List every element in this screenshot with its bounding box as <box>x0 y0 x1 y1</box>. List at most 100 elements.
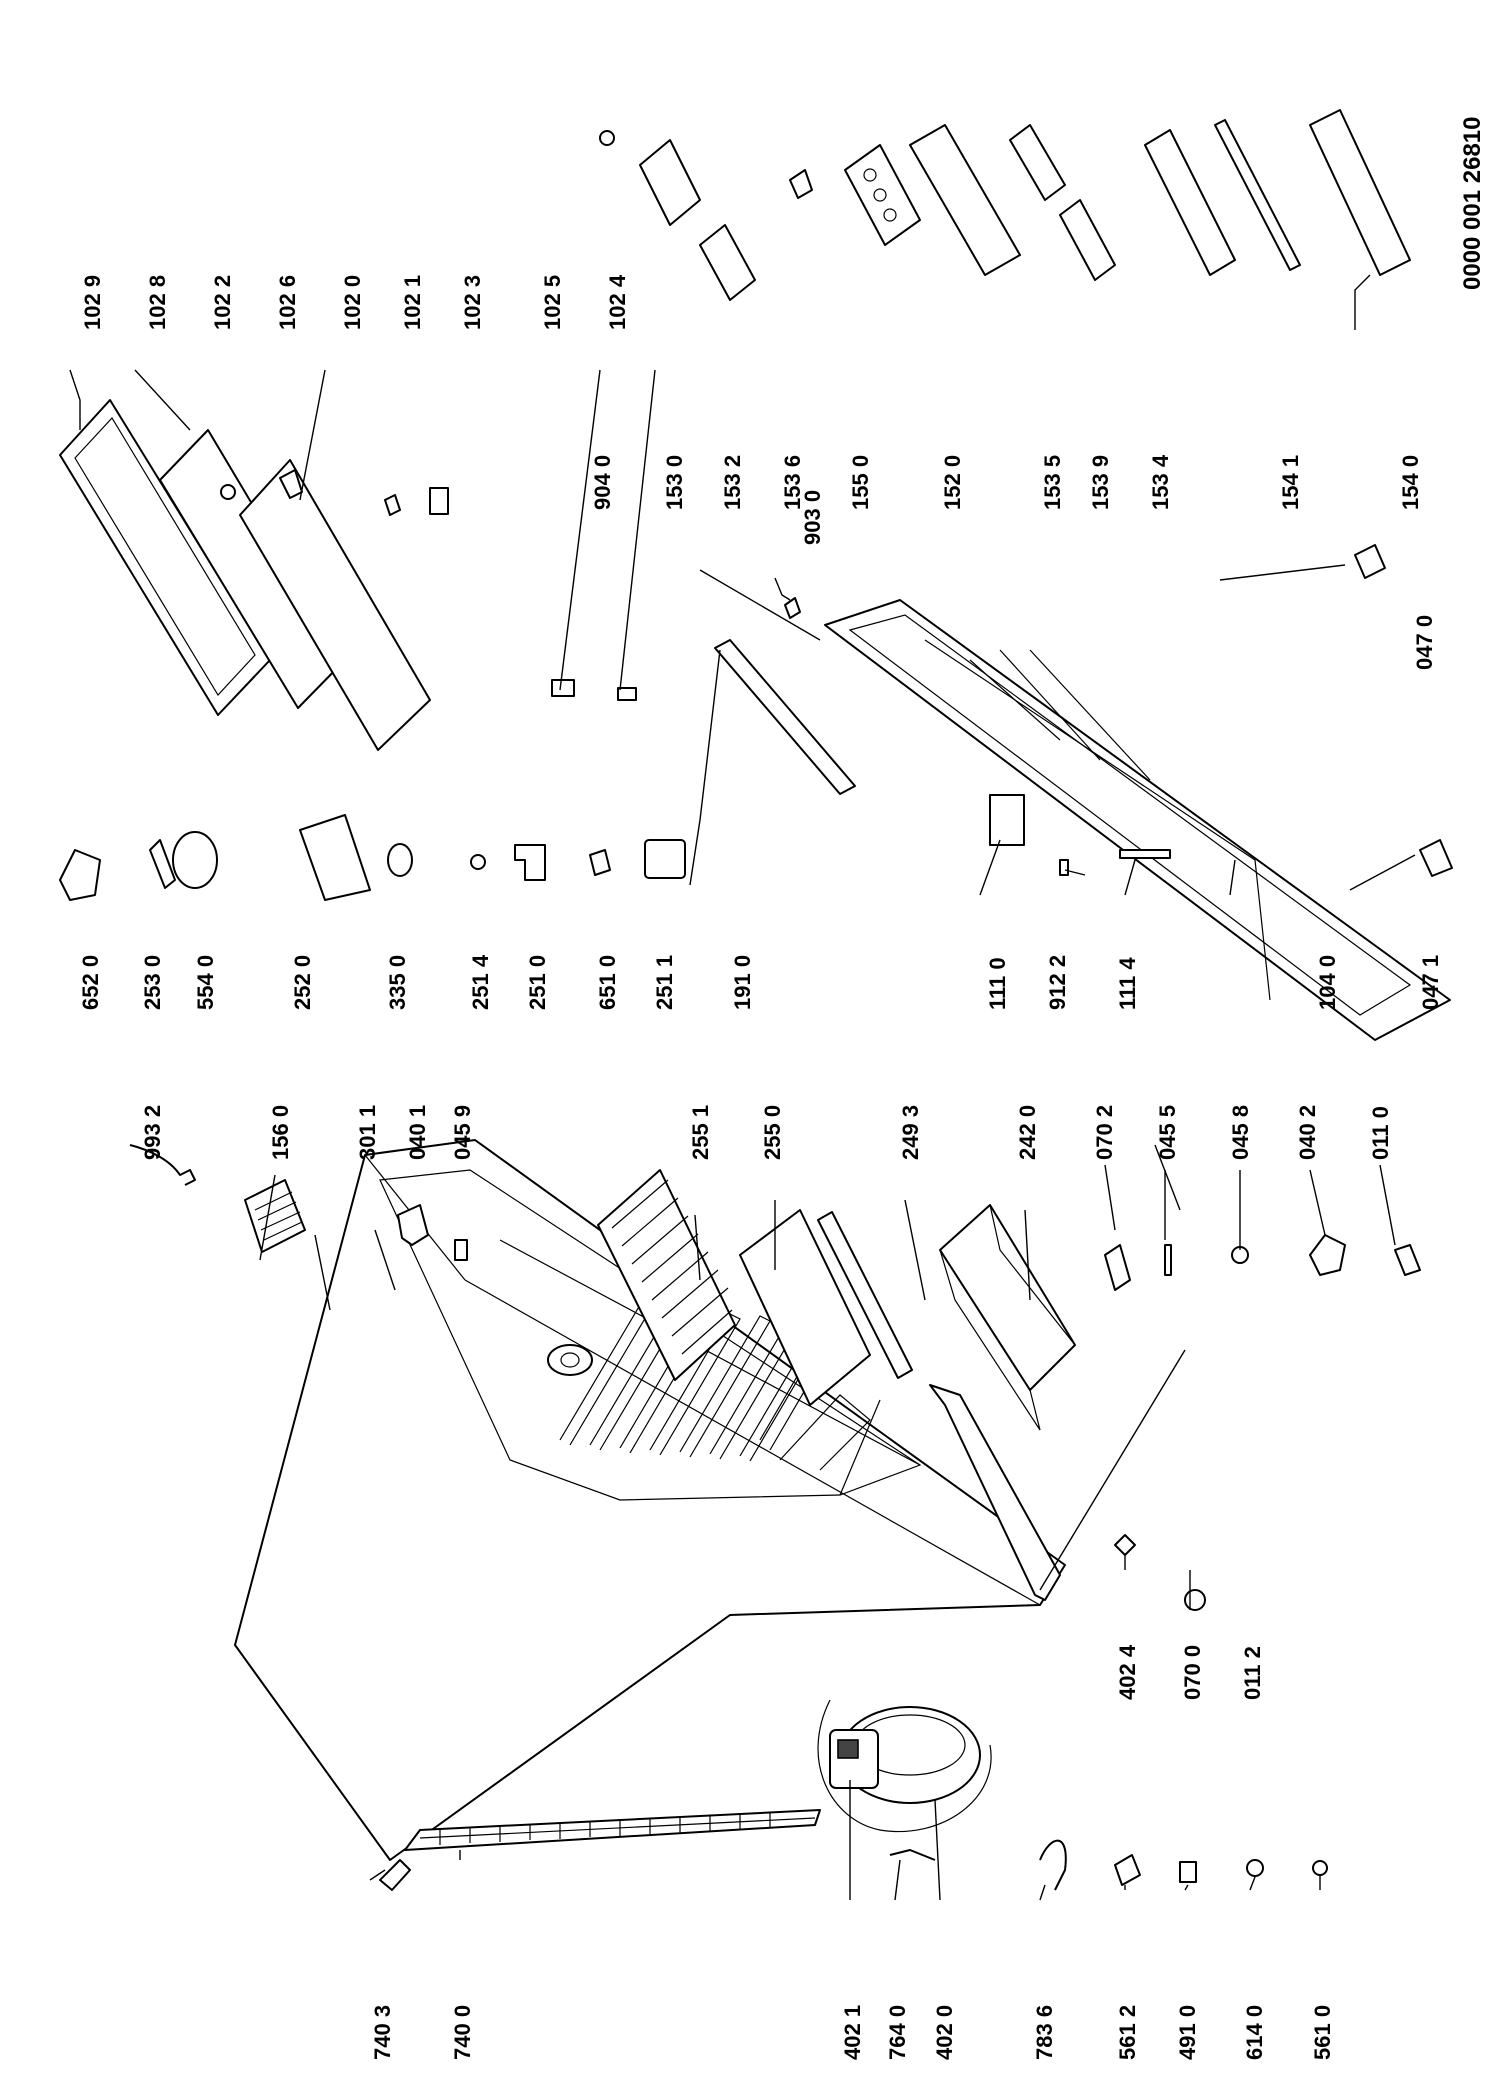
thermostat-652-0 <box>59 849 101 901</box>
callout-554-0: 554 0 <box>193 955 218 1010</box>
callout-104-0: 104 0 <box>1315 955 1340 1010</box>
callout-301-1: 301 1 <box>355 1105 380 1160</box>
callout-153-6: 153 6 <box>780 455 805 510</box>
clip-153-6 <box>789 169 813 199</box>
callout-993-2: 993 2 <box>140 1105 165 1160</box>
callout-491-0: 491 0 <box>1175 2005 1200 2060</box>
foot-011-0 <box>1394 1244 1421 1276</box>
knob-335-0 <box>387 843 413 877</box>
callout-153-9: 153 9 <box>1088 455 1113 510</box>
callout-252-0: 252 0 <box>290 955 315 1010</box>
callout-614-0: 614 0 <box>1242 2005 1267 2060</box>
callout-102-3: 102 3 <box>460 275 485 330</box>
callout-740-3: 740 3 <box>370 2005 395 2060</box>
control-housing-252-0 <box>299 814 371 901</box>
main-door <box>824 599 1451 1041</box>
callout-102-8: 102 8 <box>145 275 170 330</box>
callout-153-0: 153 0 <box>662 455 687 510</box>
callout-740-0: 740 0 <box>450 2005 475 2060</box>
callout-255-1: 255 1 <box>688 1105 713 1160</box>
callout-402-0: 402 0 <box>932 2005 957 2060</box>
part-904-0 <box>599 130 615 146</box>
ice-tray <box>244 1179 306 1253</box>
callout-045-5: 045 5 <box>1155 1105 1180 1160</box>
callout-249-3: 249 3 <box>898 1105 923 1160</box>
callout-152-0: 152 0 <box>940 455 965 510</box>
lamp-holder-253-0 <box>149 839 176 889</box>
shelf-153-4 <box>1144 129 1236 276</box>
callout-102-0: 102 0 <box>340 275 365 330</box>
callout-251-4: 251 4 <box>468 954 493 1010</box>
callout-045-9: 045 9 <box>450 1105 475 1160</box>
document-id: 0000 001 26810 <box>1459 116 1486 290</box>
callout-011-2: 011 2 <box>1240 1646 1265 1700</box>
light-cover-554-0 <box>172 831 218 889</box>
leader-lines <box>69 274 1416 1901</box>
compressor <box>817 1699 992 1832</box>
callout-251-1: 251 1 <box>652 955 677 1010</box>
callout-255-0: 255 0 <box>760 1105 785 1160</box>
callout-047-0: 047 0 <box>1412 615 1437 670</box>
freezer-panel-lower <box>239 459 431 751</box>
callout-040-2: 040 2 <box>1295 1105 1320 1160</box>
parts-drawing <box>59 109 1453 1891</box>
bottle-shelf-154-0 <box>1309 109 1411 276</box>
bottle-holder-153-0 <box>639 139 701 226</box>
callout-154-1: 154 1 <box>1278 455 1303 510</box>
crisper-drawer <box>939 1204 1076 1431</box>
part-614-0 <box>1246 1859 1264 1877</box>
foot-011-2 <box>1184 1589 1206 1611</box>
shelf-bar-154-1 <box>1214 119 1301 271</box>
bracket-251-0 <box>514 844 546 881</box>
part-102-1 <box>384 494 401 516</box>
callout-903-0: 903 0 <box>800 490 825 545</box>
pin-045-5 <box>1164 1244 1172 1276</box>
callout-011-0: 011 0 <box>1368 1106 1393 1160</box>
part-callout-labels: 102 9 102 8 102 2 102 6 102 0 102 1 102 … <box>78 116 1486 2060</box>
shelf-trim <box>817 1211 913 1379</box>
relay-251-1 <box>644 839 686 879</box>
callout-070-0: 070 0 <box>1180 1645 1205 1700</box>
callout-102-6: 102 6 <box>275 275 300 330</box>
pin-912-2 <box>1059 859 1069 876</box>
callout-251-0: 251 0 <box>525 955 550 1010</box>
part-102-5 <box>551 679 575 697</box>
small-shelf-153-9 <box>1059 199 1116 281</box>
callout-651-0: 651 0 <box>595 955 620 1010</box>
callout-111-0: 111 0 <box>985 957 1010 1010</box>
capillary-764-0 <box>889 1849 936 1861</box>
callout-402-1: 402 1 <box>840 2005 865 2060</box>
door-stop <box>1104 1244 1131 1291</box>
part-491-0 <box>1179 1861 1197 1883</box>
part-651-0 <box>589 849 611 876</box>
callout-102-9: 102 9 <box>80 275 105 330</box>
callout-191-0: 191 0 <box>730 955 755 1010</box>
hinge-040-2 <box>1309 1234 1346 1276</box>
part-561-0 <box>1312 1860 1328 1876</box>
callout-561-0: 561 0 <box>1310 2005 1335 2060</box>
callout-402-4: 402 4 <box>1115 1644 1140 1700</box>
callout-070-2: 070 2 <box>1092 1105 1117 1160</box>
callout-153-4: 153 4 <box>1148 454 1173 510</box>
door-shelf-152-0 <box>909 124 1021 276</box>
small-shelf-153-5 <box>1009 124 1066 201</box>
part-102-2 <box>220 484 236 500</box>
door-hinge-047-1 <box>1419 839 1453 877</box>
callout-783-6: 783 6 <box>1032 2005 1057 2060</box>
wire-shelf <box>597 1169 736 1381</box>
callout-561-2: 561 2 <box>1115 2005 1140 2060</box>
callout-102-4: 102 4 <box>605 274 630 330</box>
callout-102-2: 102 2 <box>210 275 235 330</box>
part-251-4 <box>470 854 486 870</box>
callout-904-0: 904 0 <box>590 455 615 510</box>
callout-156-0: 156 0 <box>268 1105 293 1160</box>
part-903-0 <box>784 597 801 619</box>
callout-153-2: 153 2 <box>720 455 745 510</box>
callout-155-0: 155 0 <box>848 455 873 510</box>
part-102-4 <box>617 687 637 701</box>
callout-047-1: 047 1 <box>1418 955 1443 1010</box>
callout-111-4: 111 4 <box>1115 957 1140 1010</box>
hinge-bracket <box>397 1204 429 1246</box>
callout-335-0: 335 0 <box>385 955 410 1010</box>
